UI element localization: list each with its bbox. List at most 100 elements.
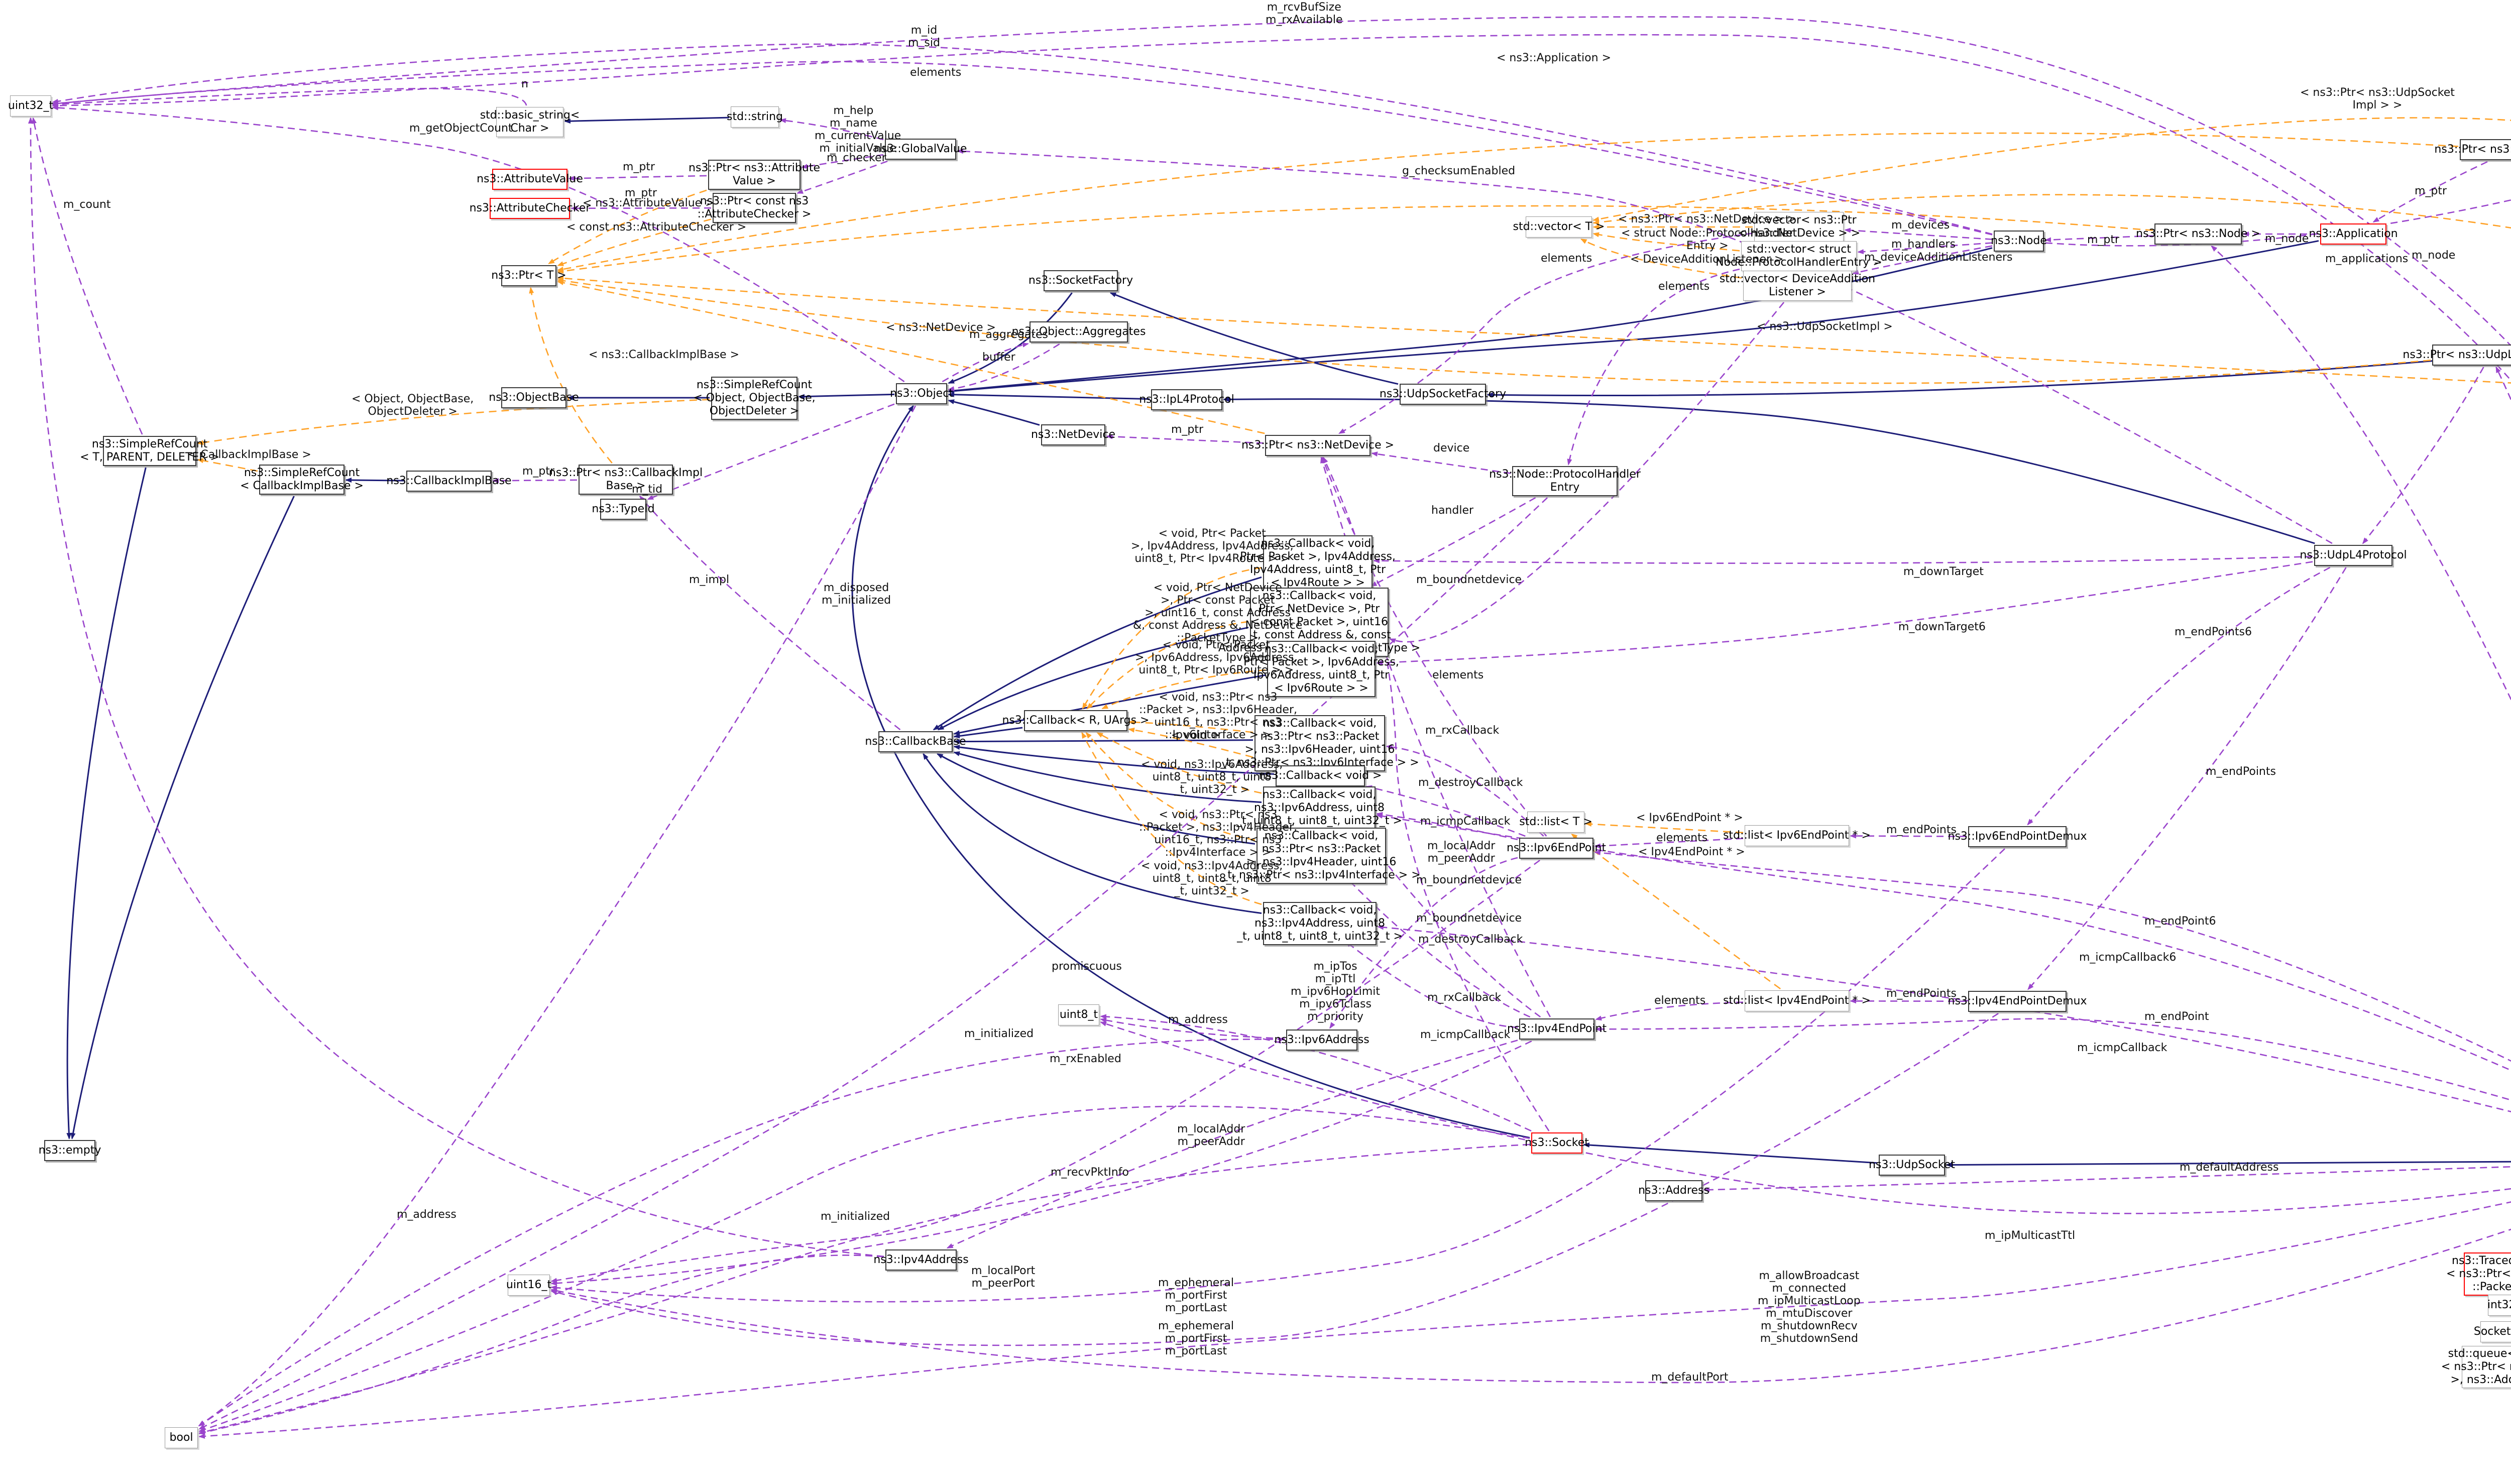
node-cib[interactable]: ns3::CallbackImplBase bbox=[386, 471, 512, 492]
node-udpl4[interactable]: ns3::UdpL4Protocol bbox=[2300, 545, 2407, 566]
node-objbase[interactable]: ns3::ObjectBase bbox=[489, 387, 579, 408]
node-cbbase[interactable]: ns3::CallbackBase bbox=[865, 731, 966, 752]
edge-label-26: m_aggregates bbox=[969, 328, 1049, 341]
node-udpsf[interactable]: ns3::UdpSocketFactory bbox=[1380, 384, 1506, 405]
edge-dmx4-uint16 bbox=[550, 1012, 1999, 1346]
edge-usi-uint8 bbox=[1100, 1021, 2511, 1214]
node-attrchk[interactable]: ns3::AttributeChecker bbox=[470, 198, 590, 219]
node-dmx6[interactable]: ns3::Ipv6EndPointDemux bbox=[1948, 826, 2087, 847]
node-ptrcib[interactable]: ns3::Ptr< ns3::CallbackImpl Base > bbox=[549, 465, 703, 495]
node-aggr[interactable]: ns3::Object::Aggregates bbox=[1012, 321, 1146, 343]
edge-list6-ep6 bbox=[1594, 838, 1744, 849]
edge-label-98: < void, ns3::Ptr< ns3 ::Packet >, ns3::I… bbox=[1139, 691, 1298, 741]
edge-label-73: m_icmpCallback bbox=[2077, 1042, 2167, 1054]
node-cb_icmp4[interactable]: ns3::Callback< void, ns3::Ipv4Address, u… bbox=[1237, 902, 1403, 945]
node-socket[interactable]: ns3::Socket bbox=[1525, 1132, 1589, 1154]
edge-label-55: elements bbox=[1656, 832, 1708, 844]
node-int32[interactable]: int32_t bbox=[2487, 1295, 2511, 1316]
edge-label-75: m_ipTos m_ipTtl m_ipv6HopLimit m_ipv6Tcl… bbox=[1291, 960, 1381, 1023]
edge-aggr-obj bbox=[948, 343, 1060, 391]
edge-cb_rx4-cbbase bbox=[936, 753, 1256, 845]
edge-cb_nd-cbRU bbox=[1086, 621, 1249, 710]
node-vecdal[interactable]: std::vector< DeviceAddition Listener > bbox=[1720, 271, 1875, 301]
edge-label-76: m_disposed m_initialized bbox=[822, 582, 891, 607]
edge-label-23: m_devices bbox=[1891, 219, 1950, 232]
edge-socket-bool bbox=[198, 1105, 1530, 1432]
node-listT[interactable]: std::list< T > bbox=[1519, 812, 1592, 833]
node-str[interactable]: std::string bbox=[727, 106, 783, 128]
node-src_cib[interactable]: ns3::SimpleRefCount < CallbackImplBase > bbox=[240, 465, 364, 495]
node-ptrudpl4[interactable]: ns3::Ptr< ns3::UdpL4Protocol > bbox=[2403, 345, 2511, 366]
node-vecnd[interactable]: std::vector< ns3::Ptr < ns3::NetDevice >… bbox=[1738, 212, 1860, 242]
edge-label-24: m_handlers bbox=[1891, 238, 1956, 251]
node-addr[interactable]: ns3::Address bbox=[1638, 1180, 1709, 1201]
node-typeid[interactable]: ns3::TypeId bbox=[592, 499, 655, 520]
node-src_t[interactable]: ns3::SimpleRefCount < T, PARENT, DELETER… bbox=[80, 436, 219, 466]
node-uint16[interactable]: uint16_t bbox=[506, 1275, 551, 1296]
node-tcb[interactable]: ns3::TracedCallback < ns3::Ptr< const ns… bbox=[2446, 1252, 2511, 1296]
node-ep6[interactable]: ns3::Ipv6EndPoint bbox=[1507, 838, 1606, 859]
node-app[interactable]: ns3::Application bbox=[2309, 223, 2398, 245]
node-list4[interactable]: std::list< Ipv4EndPoint * > bbox=[1723, 990, 1871, 1011]
edge-udpl4-dmx6 bbox=[2027, 566, 2331, 826]
edge-udpl4-ipl4 bbox=[1223, 397, 2315, 544]
node-uint32[interactable]: uint32_t bbox=[8, 95, 53, 117]
node-ptrnode[interactable]: ns3::Ptr< ns3::Node > bbox=[2136, 223, 2260, 245]
edge-usi-cb_icmp4 bbox=[1377, 925, 2511, 1112]
node-vecphe[interactable]: std::vector< struct Node::ProtocolHandle… bbox=[1716, 241, 1882, 271]
node-ip4a[interactable]: ns3::Ipv4Address bbox=[873, 1249, 969, 1271]
node-ptrnd[interactable]: ns3::Ptr< ns3::NetDevice > bbox=[1241, 435, 1394, 456]
edge-label-34: m_impl bbox=[689, 574, 730, 586]
edge-label-83: m_localPort m_peerPort bbox=[971, 1265, 1036, 1290]
edge-label-97: < void, Ptr< Packet >, Ipv6Address, Ipv6… bbox=[1135, 639, 1298, 676]
node-uint8[interactable]: uint8_t bbox=[1058, 1004, 1099, 1025]
node-bstr[interactable]: std::basic_string< Char > bbox=[480, 107, 580, 137]
node-empty[interactable]: ns3::empty bbox=[39, 1140, 101, 1161]
node-cb_void[interactable]: ns3::Callback< void > bbox=[1259, 765, 1382, 786]
node-cbRU[interactable]: ns3::Callback< R, UArgs > bbox=[1002, 710, 1149, 731]
edge-ptrcib-cib bbox=[492, 478, 578, 484]
edge-vecdal-cb_nd bbox=[1389, 302, 1785, 643]
node-node[interactable]: ns3::Node bbox=[1991, 231, 2047, 252]
node-netdev[interactable]: ns3::NetDevice bbox=[1031, 424, 1115, 445]
edge-label-5: m_help m_name bbox=[830, 104, 877, 130]
node-attrval[interactable]: ns3::AttributeValue bbox=[477, 169, 583, 190]
edge-label-37: m_applications bbox=[2325, 253, 2409, 265]
node-ipl4[interactable]: ns3::IpL4Protocol bbox=[1139, 389, 1234, 410]
edge-cb_nd-cbbase bbox=[937, 626, 1249, 731]
edge-usi-cb_icmp6 bbox=[1376, 814, 2511, 1071]
edge-src_cib-src_t bbox=[197, 458, 258, 472]
node-queue[interactable]: std::queue< std::pair < ns3::Ptr< ns3::P… bbox=[2441, 1346, 2511, 1388]
node-ptrapp[interactable]: ns3::Ptr< ns3::Application > bbox=[2434, 139, 2511, 160]
node-bool[interactable]: bool bbox=[165, 1427, 198, 1448]
node-sockfac[interactable]: ns3::SocketFactory bbox=[1029, 270, 1133, 291]
node-ep4[interactable]: ns3::Ipv4EndPoint bbox=[1507, 1018, 1607, 1040]
edge-label-66: m_localAddr m_peerAddr bbox=[1427, 840, 1496, 865]
edge-cb_icmp4-cbRU bbox=[1081, 732, 1262, 905]
edge-ep6-uint16 bbox=[550, 859, 1540, 1283]
node-ptrac[interactable]: ns3::Ptr< const ns3 ::AttributeChecker > bbox=[698, 193, 811, 223]
node-cb_v4route[interactable]: ns3::Callback< void, Ptr< Packet >, Ipv4… bbox=[1240, 535, 1396, 592]
edge-label-68: m_boundnetdevice bbox=[1416, 912, 1522, 925]
node-errno[interactable]: SocketErrno bbox=[2474, 1321, 2511, 1342]
edge-label-72: m_icmpCallback6 bbox=[2079, 951, 2177, 964]
node-list6[interactable]: std::list< Ipv6EndPoint * > bbox=[1723, 825, 1871, 846]
node-dmx4[interactable]: ns3::Ipv4EndPointDemux bbox=[1948, 991, 2087, 1012]
node-ptrav[interactable]: ns3::Ptr< ns3::Attribute Value > bbox=[689, 160, 820, 190]
node-phe[interactable]: ns3::Node::ProtocolHandler Entry bbox=[1489, 466, 1641, 496]
node-cb_rx4[interactable]: ns3::Callback< void, ns3::Ptr< ns3::Pack… bbox=[1222, 828, 1421, 884]
node-ip6a[interactable]: ns3::Ipv6Address bbox=[1274, 1030, 1369, 1051]
edge-ip6a-uint8 bbox=[1100, 1017, 1285, 1040]
node-obj[interactable]: ns3::Object bbox=[890, 383, 953, 404]
node-gval[interactable]: ns3::GlobalValue bbox=[874, 139, 967, 160]
edge-label-88: m_ipMulticastTtl bbox=[1985, 1229, 2076, 1242]
edge-cb_icmp6-cbRU bbox=[1096, 732, 1262, 794]
node-src_obj[interactable]: ns3::SimpleRefCount < Object, ObjectBase… bbox=[693, 377, 816, 420]
edge-label-82: m_address bbox=[397, 1208, 456, 1221]
node-udpsock[interactable]: ns3::UdpSocket bbox=[1869, 1155, 1955, 1176]
edge-label-47: device bbox=[1433, 442, 1470, 454]
node-ptrT[interactable]: ns3::Ptr< T > bbox=[491, 265, 566, 286]
node-vecT[interactable]: std::vector< T > bbox=[1513, 216, 1605, 238]
